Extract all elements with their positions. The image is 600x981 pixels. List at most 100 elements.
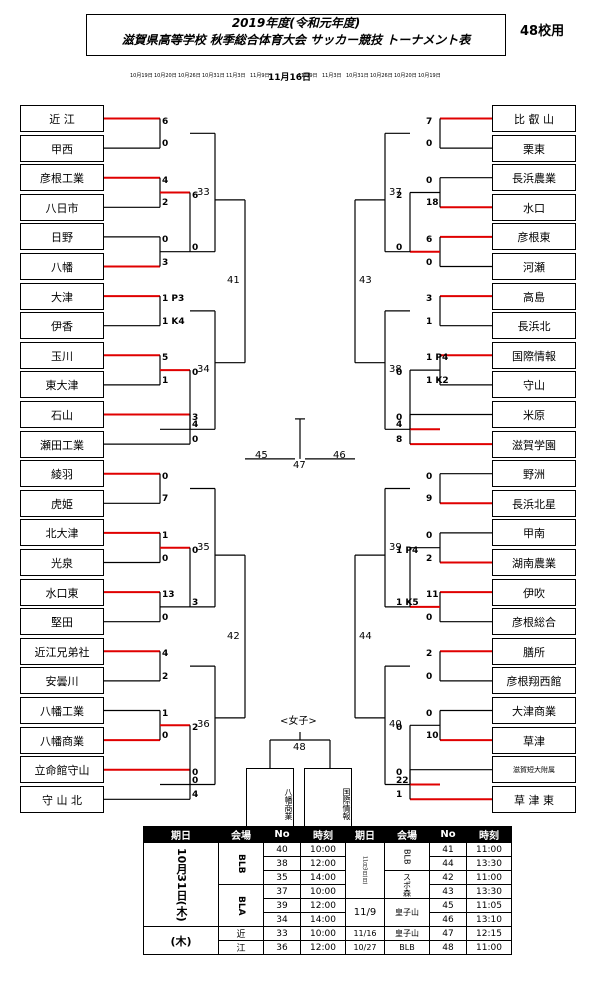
left-team: 北大津 [20, 519, 104, 547]
score-label: 0 [162, 553, 169, 564]
match-number: 41 [227, 275, 240, 287]
sched-no: 35 [263, 870, 301, 885]
score-label: 1 [162, 530, 169, 541]
date-label: 11月9日 [250, 73, 270, 79]
left-team: 伊香 [20, 312, 104, 340]
score-label: 0 [162, 139, 169, 150]
score-label: 1 K2 [426, 375, 449, 386]
match-number: 40 [389, 719, 402, 731]
right-team: 草 津 東 [492, 785, 576, 813]
sched-header-venue: 会場 [218, 826, 264, 843]
score-label: 0 [162, 471, 169, 482]
score-label: 0 [426, 139, 433, 150]
match-number: 35 [197, 541, 210, 553]
score-label: 7 [162, 494, 169, 505]
score-label: 4 [396, 420, 403, 431]
score-label: 0 [192, 767, 199, 778]
match-number: 48 [293, 742, 306, 753]
right-team: 比 叡 山 [492, 105, 576, 132]
sched-time: 10:00 [300, 926, 346, 941]
match-number: 45 [255, 449, 268, 461]
score-label: 2 [162, 198, 169, 209]
title-line1: 2019年度(令和元年度) [231, 16, 361, 30]
score-label: 0 [162, 234, 169, 245]
score-label: 0 [396, 767, 403, 778]
score-label: 1 K4 [162, 316, 185, 327]
title-line2: 滋賀県高等学校 秋季総合体育大会 サッカー競技 トーナメント表 [121, 33, 471, 47]
right-team: 膳所 [492, 637, 576, 665]
score-label: 0 [426, 257, 433, 268]
score-label: 0 [192, 435, 199, 446]
sched-header-time2: 時刻 [466, 826, 512, 843]
right-team: 守山 [492, 371, 576, 399]
sched-venue-bla: BLA [218, 884, 264, 927]
score-label: 4 [192, 420, 199, 431]
sched-mid-date2: 11/9 [345, 898, 385, 927]
bracket-lines [104, 117, 492, 801]
right-team: 草津 [492, 726, 576, 754]
score-label: 0 [426, 175, 433, 186]
sched-no: 33 [263, 926, 301, 941]
sched-time2: 11:00 [466, 842, 512, 857]
left-team: 近 江 [20, 105, 104, 132]
right-team: 水口 [492, 193, 576, 221]
score-label: 1 [162, 375, 169, 386]
score-label: 2 [426, 649, 433, 660]
score-label: 0 [192, 775, 199, 786]
score-label: 0 [426, 530, 433, 541]
date-label: 10月26日 [370, 73, 393, 79]
sched-time: 12:00 [300, 898, 346, 913]
score-label: 3 [192, 412, 199, 423]
right-team: 河瀬 [492, 253, 576, 280]
sched-header-date2: 期日 [345, 826, 385, 843]
score-label: 8 [396, 435, 403, 446]
score-label: 2 [192, 723, 199, 734]
sched-time: 14:00 [300, 870, 346, 885]
sched-time2: 12:15 [466, 926, 512, 941]
score-label: 4 [162, 175, 169, 186]
right-team: 甲南 [492, 519, 576, 547]
right-team: 彦根総合 [492, 608, 576, 636]
sched-time: 12:00 [300, 856, 346, 871]
sched-left-day: (木) [143, 926, 219, 955]
score-label: 4 [162, 649, 169, 660]
sched-mid-venue1: BLB [384, 842, 430, 871]
sched-time: 14:00 [300, 912, 346, 927]
score-label: 0 [396, 242, 403, 253]
score-label: 1 [162, 708, 169, 719]
score-label: 10 [426, 731, 439, 742]
schedule-table: 期日 会場 No 時刻 期日 会場 No 時刻 10月31日(木) BLB 40… [143, 826, 512, 955]
sched-no2: 47 [429, 926, 467, 941]
right-team: 滋賀学園 [492, 430, 576, 458]
sched-no: 40 [263, 842, 301, 857]
match-number: 39 [389, 541, 402, 553]
score-label: 0 [396, 723, 403, 734]
sched-no: 36 [263, 940, 301, 955]
sched-header-time: 時刻 [300, 826, 346, 843]
sched-mid-venue4: 皇子山 [384, 926, 430, 941]
left-team: 大津 [20, 282, 104, 310]
score-label: 22 [396, 775, 409, 786]
left-team: 立命館守山 [20, 756, 104, 784]
date-label: 11月16日 [268, 73, 312, 83]
date-label: 10月26日 [178, 73, 201, 79]
right-team: 伊吹 [492, 578, 576, 606]
score-label: 1 K5 [396, 597, 419, 608]
sched-venue-blb: BLB [218, 842, 264, 885]
right-team: 長浜農業 [492, 164, 576, 192]
match-number: 37 [389, 186, 402, 198]
title-box: 2019年度(令和元年度) 滋賀県高等学校 秋季総合体育大会 サッカー競技 トー… [86, 14, 506, 56]
left-team: 甲西 [20, 134, 104, 162]
sched-no2: 46 [429, 912, 467, 927]
sched-no: 39 [263, 898, 301, 913]
sched-venue-omi1: 近 [218, 926, 264, 941]
sched-header-no: No [263, 826, 301, 843]
match-number: 46 [333, 449, 346, 461]
right-team: 湖南農業 [492, 549, 576, 576]
score-label: 13 [162, 590, 175, 601]
left-team: 瀬田工業 [20, 430, 104, 458]
women-title: <女子> [280, 716, 317, 727]
left-team: 水口東 [20, 578, 104, 606]
score-label: 0 [396, 412, 403, 423]
left-team: 綾羽 [20, 460, 104, 488]
